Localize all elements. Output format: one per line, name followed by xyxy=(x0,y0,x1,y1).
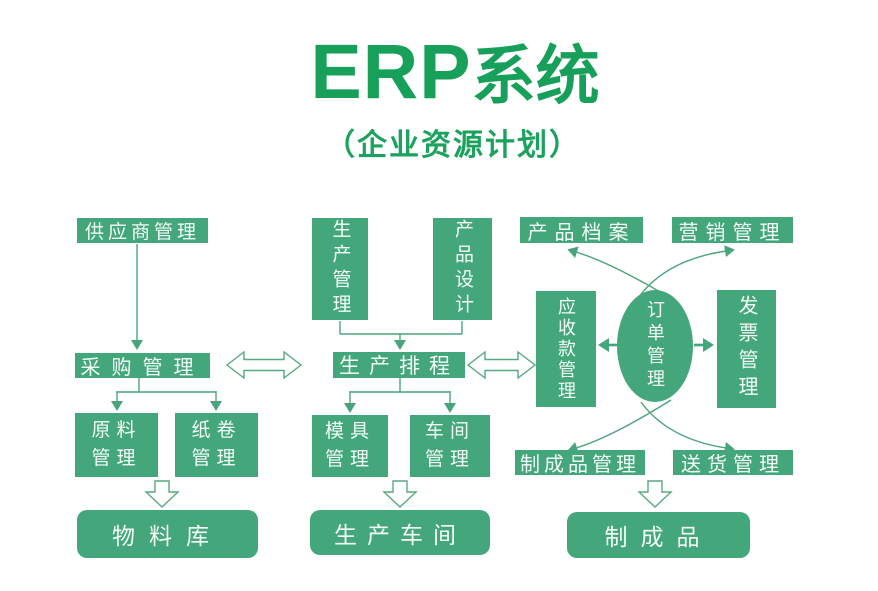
title-cjk: 系统 xyxy=(471,41,600,112)
node-production-management: 生产管理 xyxy=(312,218,368,320)
arrow-order-to-delivery xyxy=(640,401,735,454)
node-marketing-management: 营销管理 xyxy=(672,217,793,244)
node-receivables-management: 应收款管理 xyxy=(536,291,596,407)
double-arrow-purchasing-schedule xyxy=(225,350,303,380)
node-invoice-management: 发票管理 xyxy=(717,290,776,408)
node-production-workshop: 生产车间 xyxy=(310,510,490,555)
node-product-archive: 产品档案 xyxy=(520,217,643,244)
page-subtitle: （企业资源计划） xyxy=(325,129,581,162)
block-arrow-to-material-store xyxy=(144,480,180,508)
node-mold-management: 模具 管理 xyxy=(312,415,388,477)
node-order-management-ellipse: 订单管理 xyxy=(617,290,693,402)
node-supplier-management: 供应商管理 xyxy=(77,218,208,243)
connector-schedule-split xyxy=(344,378,456,413)
connector-purchasing-split xyxy=(111,378,222,411)
node-product-design: 产品设计 xyxy=(433,218,492,320)
block-arrow-to-finished-goods xyxy=(637,480,673,508)
node-workshop-management: 车间 管理 xyxy=(410,415,490,477)
node-production-schedule: 生产排程 xyxy=(333,352,465,378)
double-arrow-schedule-receivables xyxy=(466,350,537,380)
node-paper-roll-management: 纸卷 管理 xyxy=(175,413,258,477)
node-finished-goods-management: 制成品管理 xyxy=(515,450,645,476)
node-purchasing-management: 采购管理 xyxy=(75,353,210,379)
block-arrow-to-production-shop xyxy=(382,480,418,508)
connector-join-to-schedule xyxy=(339,321,463,350)
page-title: ERP系统 xyxy=(16,34,878,111)
node-delivery-management: 送货管理 xyxy=(673,450,793,476)
node-material-warehouse: 物料库 xyxy=(77,510,258,558)
title-latin: ERP xyxy=(310,29,472,115)
node-raw-material-management: 原料 管理 xyxy=(75,413,158,477)
arrow-order-to-finished-mgmt xyxy=(567,399,672,454)
node-finished-goods: 制成品 xyxy=(567,512,750,558)
